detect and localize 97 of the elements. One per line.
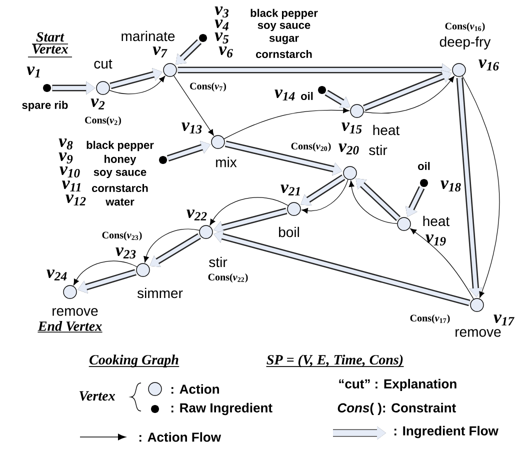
constraint-label: Cons(v$_{16}$) (445, 22, 485, 32)
action-flow-arrow (144, 228, 200, 263)
vertex-label: v$_{5}$ (214, 32, 229, 44)
ingredient-name: sugar (269, 36, 299, 44)
ingredient-flow-arrow (78, 269, 136, 294)
vertex-label: v$_{15}$ (342, 122, 362, 134)
vertex-label: v$_{18}$ (440, 180, 461, 192)
vertex-label: v$_{22}$ (186, 210, 207, 220)
legend-text: Cons( ): Constraint (338, 402, 456, 416)
constraint-label: Cons(v$_{22}$) (208, 273, 248, 283)
vertex-heading: Vertex (80, 391, 115, 401)
action-name: boil (279, 226, 299, 238)
ingredient-flow-arrow (300, 174, 346, 206)
ingredient-name: black pepper (86, 140, 154, 152)
action-flow-arrow (174, 75, 214, 136)
action-name: heat (423, 216, 450, 226)
vertex-label: v$_{4}$ (214, 20, 228, 30)
heading: End Vertex (37, 321, 103, 333)
action-flow-arrow (410, 228, 474, 300)
action-circle (350, 104, 364, 118)
action-flow-arrow (348, 180, 398, 224)
ingredient-name: soy sauce (94, 170, 146, 178)
action-name: heat (373, 124, 400, 136)
action-flow-arrow (73, 260, 138, 286)
ingredient-dot (318, 86, 326, 94)
ingredient-name: spare rib (22, 100, 68, 112)
action-circle (287, 202, 301, 216)
action-name: cut (94, 59, 112, 69)
action-name: remove (456, 329, 501, 337)
ingredient-dot (420, 179, 428, 187)
action-circle (96, 81, 110, 95)
ingredient-dot (159, 156, 167, 164)
action-flow-arrow (210, 197, 288, 226)
legend-text: : Action Flow (139, 432, 222, 442)
legend-text: “cut” : Explanation (339, 378, 456, 392)
action-flow-arrow (109, 76, 166, 94)
action-flow-arrow (462, 76, 500, 298)
action-flow-arrow (224, 108, 350, 140)
ingredient-name: water (106, 198, 134, 206)
vertex-label: v$_{11}$ (62, 180, 80, 192)
vertex-label: v$_{17}$ (494, 314, 514, 326)
constraint-label: Cons(v$_{7}$) (190, 82, 226, 92)
action-circle (343, 166, 357, 180)
vertex-label: v$_{24}$ (46, 270, 67, 280)
ingredient-name: cornstarch (92, 184, 148, 192)
action-name: marinate (122, 30, 175, 42)
vertex-label: v$_{23}$ (116, 248, 136, 258)
heading: Start Vertex (28, 32, 72, 58)
action-circle (397, 217, 411, 231)
legend-text: : Action (171, 384, 219, 394)
action-name: stir (369, 144, 388, 156)
ingredient-dot (43, 84, 51, 92)
vertex-label: v$_{3}$ (214, 6, 229, 18)
vertex-label: v$_{2}$ (90, 98, 105, 110)
vertex-label: v$_{20}$ (338, 144, 359, 154)
action-circle (163, 63, 177, 77)
action-name: deep-fry (440, 36, 491, 50)
constraint-label: Cons(v$_{2}$) (85, 116, 121, 126)
ingredient-name: honey (104, 154, 136, 166)
vertex-label: v$_{8}$ (58, 138, 73, 150)
heading: Cooking Graph (88, 354, 180, 368)
ingredient-name: oil (418, 162, 430, 170)
vertex-label: v$_{14}$ (274, 90, 295, 100)
action-circle (199, 225, 213, 239)
action-name: simmer (137, 288, 183, 298)
vertex-label: v$_{1}$ (26, 66, 40, 78)
action-circle (136, 263, 150, 277)
ingredient-name: oil (301, 92, 313, 100)
vertex-label: v$_{7}$ (152, 46, 168, 58)
heading: SP = (V, E, Time, Cons) (266, 354, 404, 368)
vertex-label: v$_{21}$ (280, 184, 300, 196)
vertex-label: v$_{9}$ (58, 152, 73, 164)
vertex-label: v$_{10}$ (60, 166, 80, 178)
legend-text: : Raw Ingredient (171, 402, 272, 416)
ingredient-name: soy sauce (258, 22, 310, 32)
vertex-label: v$_{6}$ (218, 46, 233, 58)
legend-text: : Ingredient Flow (394, 426, 498, 438)
ingredient-name: cornstarch (256, 50, 312, 58)
action-circle (211, 135, 225, 149)
action-flow-arrow (302, 179, 348, 214)
ingredient-dot (199, 34, 207, 42)
action-circle (63, 285, 77, 299)
vertex-label: v$_{16}$ (478, 60, 500, 70)
constraint-label: Cons(v$_{23}$) (102, 231, 142, 241)
action-name: remove (52, 308, 98, 316)
action-name: mix (216, 156, 237, 168)
ingredient-flow-arrow (110, 68, 162, 90)
vertex-label: v$_{19}$ (426, 234, 446, 246)
ingredient-name: black pepper (250, 8, 318, 20)
action-circle (452, 63, 466, 77)
constraint-label: Cons(v$_{17}$) (410, 314, 450, 324)
vertex-label: v$_{13}$ (182, 122, 202, 134)
action-flow-arrow (363, 76, 454, 114)
action-name: stir (209, 256, 228, 268)
vertex-label: v$_{12}$ (66, 194, 86, 206)
constraint-label: Cons(v$_{20}$) (291, 142, 331, 152)
action-circle (470, 298, 484, 312)
